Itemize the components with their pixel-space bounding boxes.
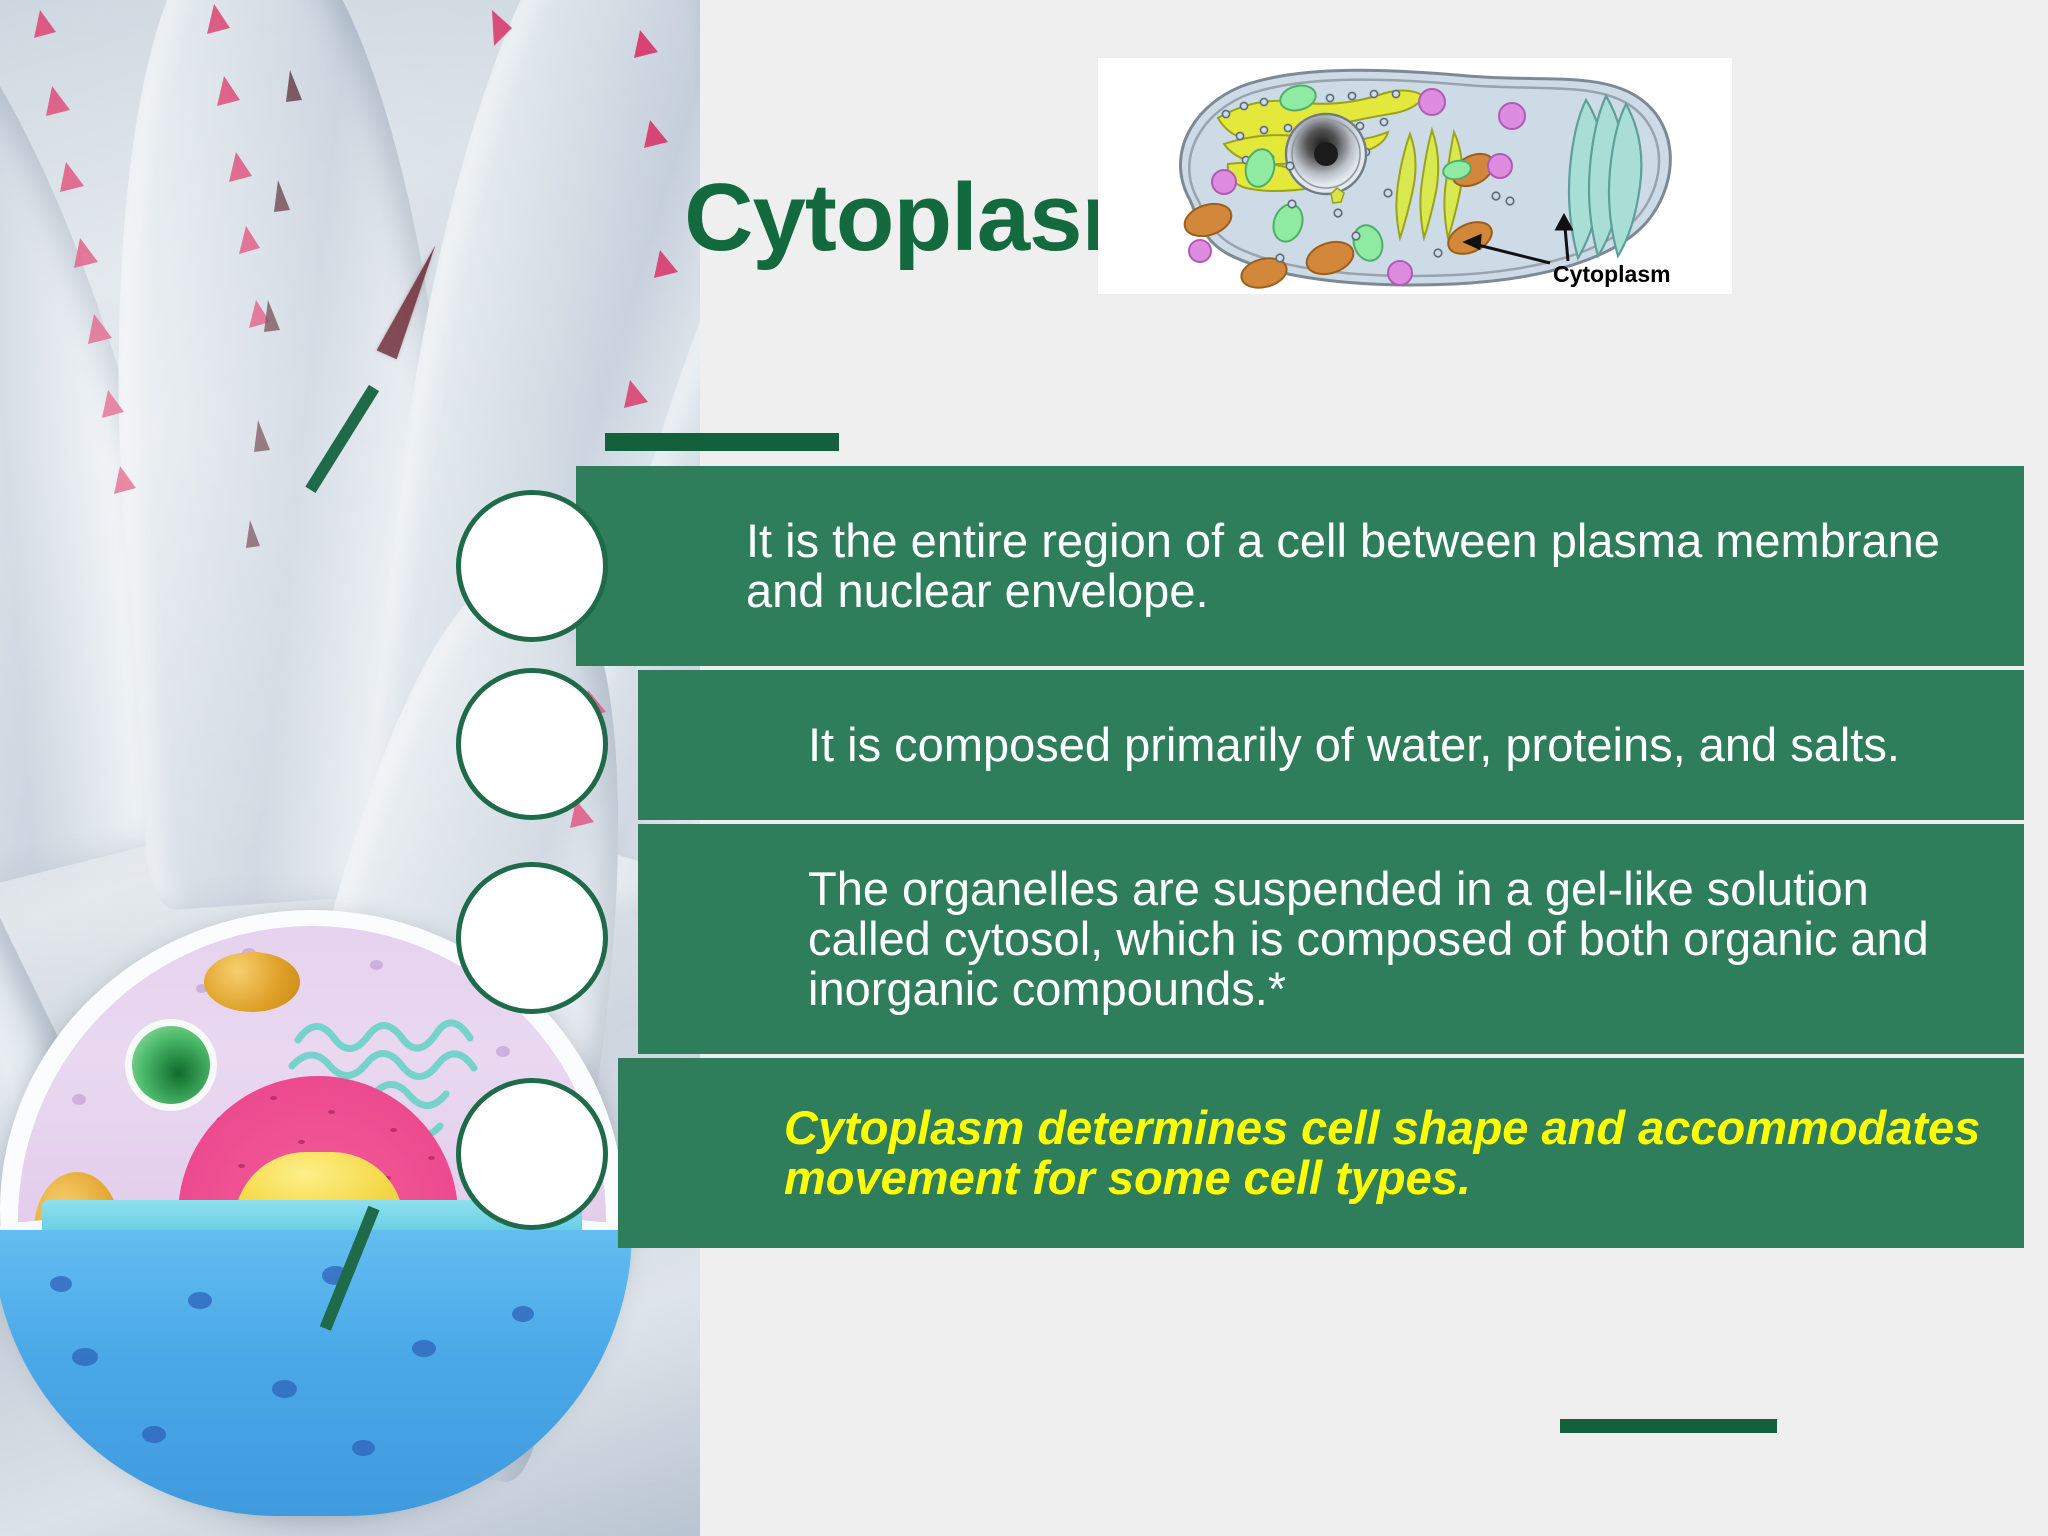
vacuole [132,1026,210,1104]
bullet-text-1: It is the entire region of a cell betwee… [746,513,1940,617]
cell-membrane-lower [0,1230,632,1516]
page-title: Cytoplasm [684,164,1167,271]
mitochondrion [204,952,300,1012]
lysosomes-pink [1188,88,1526,286]
bullet-text-4: Cytoplasm determines cell shape and acco… [784,1100,1981,1204]
bullet-row-3[interactable]: The organelles are suspended in a gel-li… [456,824,2024,1054]
cytoplasm-pointer-arrows [1462,212,1574,265]
animal-cell-diagram: Cytoplasm [1179,68,1672,289]
nucleolus [1314,142,1338,166]
bullet-rows: It is the entire region of a cell betwee… [305,384,2024,1331]
bullet-marker-2[interactable] [456,668,608,820]
agave-spines [34,4,678,1336]
bullet-text-3: The organelles are suspended in a gel-li… [808,861,1929,1016]
cell-diagram-card: Cytoplasm [1098,58,1732,294]
bullet-marker-4[interactable] [456,1078,608,1230]
diagram-caption: Cytoplasm [1553,261,1671,287]
bullet-marker-1[interactable] [456,490,608,642]
smooth-er [1567,93,1643,261]
bullet-row-1[interactable]: It is the entire region of a cell betwee… [305,384,2024,666]
bullet-marker-3[interactable] [456,862,608,1014]
ribosomes-free [1275,161,1515,263]
vesicles-green [1244,84,1472,262]
bullet-row-4[interactable]: Cytoplasm determines cell shape and acco… [319,1058,2024,1331]
bullet-row-2[interactable]: It is composed primarily of water, prote… [456,668,2024,820]
accent-bar-top [605,433,839,451]
content-area: Cytoplasm [305,0,2048,1536]
bullet-text-2: It is composed primarily of water, prote… [808,717,1900,771]
accent-bar-bottom [1560,1419,1777,1433]
